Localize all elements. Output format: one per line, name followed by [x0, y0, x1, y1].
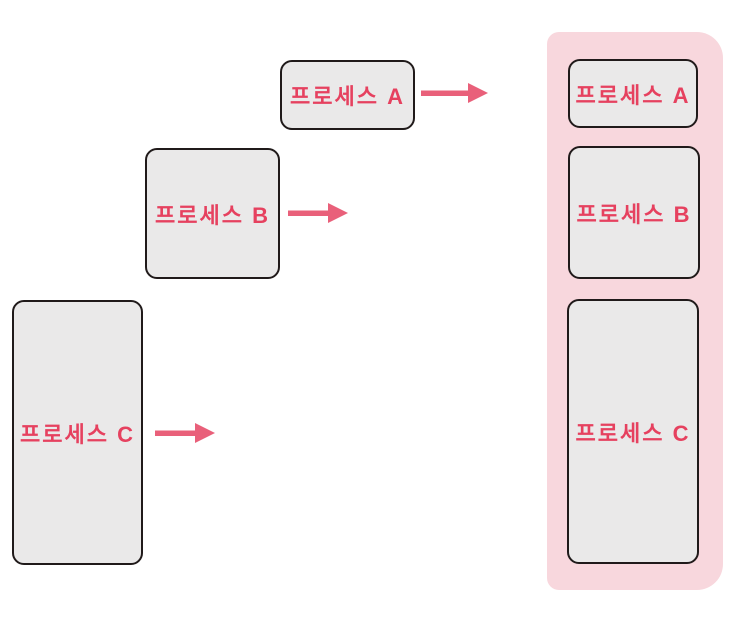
- process-b-label: 프로세스 B: [155, 202, 270, 228]
- process-a-arrow-icon: [421, 83, 488, 103]
- memory-process-a-box: 프로세스 A: [568, 59, 698, 128]
- process-b-box: 프로세스 B: [145, 148, 280, 279]
- memory-process-c-label: 프로세스 C: [575, 420, 691, 446]
- memory-container: 프로세스 A 프로세스 B 프로세스 C: [547, 32, 723, 590]
- process-b-arrow-icon: [288, 203, 348, 223]
- memory-process-c-box: 프로세스 C: [567, 299, 699, 564]
- memory-process-a-label: 프로세스 A: [575, 82, 691, 108]
- memory-process-b-label: 프로세스 B: [576, 201, 692, 227]
- process-a-box: 프로세스 A: [280, 60, 415, 130]
- process-c-arrow-icon: [155, 423, 215, 443]
- process-c-label: 프로세스 C: [20, 421, 135, 447]
- memory-process-b-box: 프로세스 B: [568, 146, 700, 279]
- process-a-label: 프로세스 A: [290, 84, 405, 109]
- process-c-box: 프로세스 C: [12, 300, 143, 565]
